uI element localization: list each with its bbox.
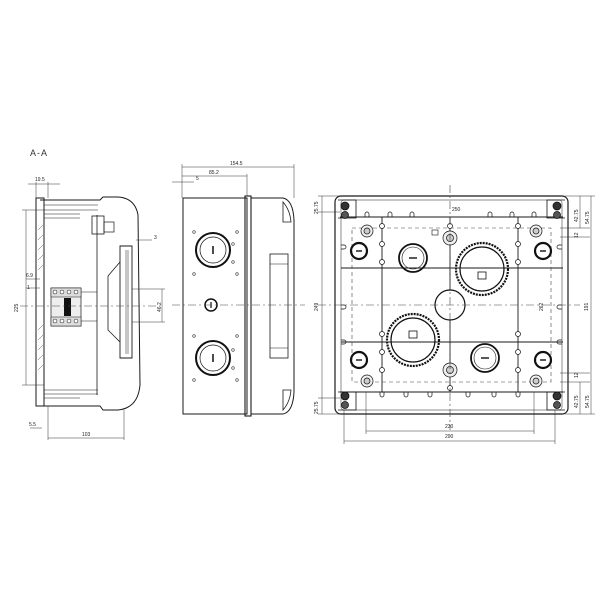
section-view <box>20 182 165 440</box>
dim-top-offset: 19.5 <box>35 177 45 183</box>
dim-right-top-a: 42.75 <box>574 209 580 222</box>
dim-rail-height: 46.2 <box>157 302 163 312</box>
dim-right-top-c: 12 <box>574 232 580 238</box>
dim-center-mark: 262 <box>539 302 545 311</box>
dim-bottom-corner: 25.75 <box>314 401 320 414</box>
dim-depth: 103 <box>82 432 91 438</box>
dim-right-top-b: 54.75 <box>585 211 591 224</box>
dim-flange: 5 <box>196 176 199 182</box>
dim-inner-width: 230 <box>445 424 454 430</box>
dim-right-bottom-a: 42.75 <box>574 395 580 408</box>
section-title: A-A <box>30 148 49 158</box>
side-view <box>172 164 305 417</box>
dim-right-bottom-c: 12 <box>574 372 580 378</box>
dim-base-depth: 85.2 <box>209 170 219 176</box>
dim-lid-gap: 3 <box>154 235 157 241</box>
dim-inner: 1 <box>27 285 30 291</box>
dim-height: 225 <box>14 303 20 312</box>
dim-bottom-offset: 5.5 <box>29 422 36 428</box>
dim-top-corner: 25.75 <box>314 201 320 214</box>
dim-inner-height: 191 <box>584 302 590 311</box>
front-view <box>318 185 595 444</box>
dim-overall-depth: 154.5 <box>230 161 243 167</box>
dim-overall-width: 290 <box>445 434 454 440</box>
dim-front-height: 249 <box>314 302 320 311</box>
dim-rail-spacing: 250 <box>452 207 461 213</box>
dim-right-bottom-b: 54.75 <box>585 395 591 408</box>
dim-edge: 6.9 <box>26 273 33 279</box>
